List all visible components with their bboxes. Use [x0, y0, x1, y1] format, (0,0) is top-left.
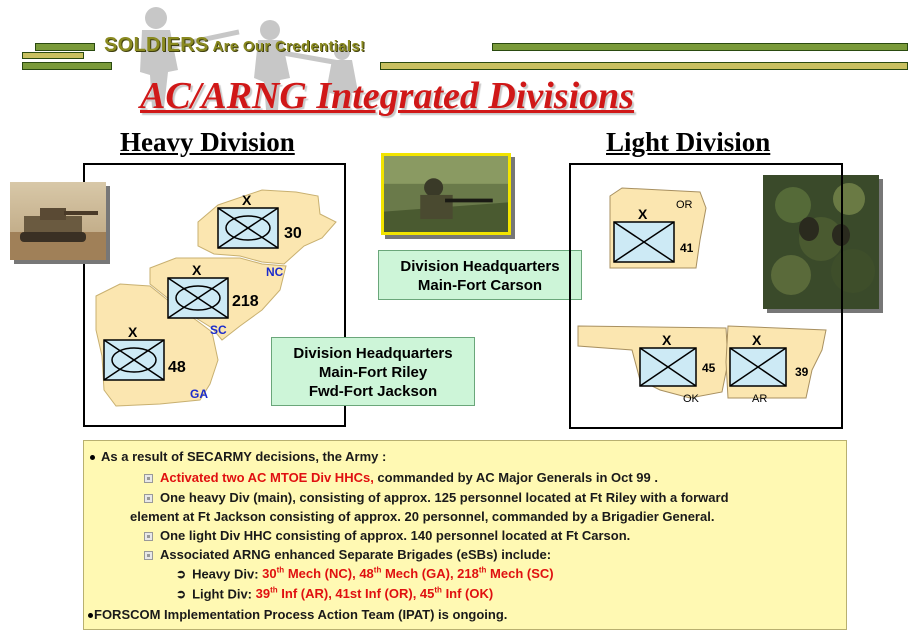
heavy-division-title: Heavy Division — [120, 127, 295, 157]
square-bullet-icon — [144, 532, 153, 541]
hq-line: Division Headquarters — [293, 345, 453, 362]
square-bullet-icon — [144, 494, 153, 503]
page-title: AC/ARNG Integrated Divisions — [140, 75, 635, 117]
banner-bar-right-top — [492, 43, 908, 51]
square-bullet-icon — [144, 551, 153, 560]
unit-number-41: 41 — [680, 241, 694, 255]
note-line-4: element at Ft Jackson consisting of appr… — [130, 509, 715, 524]
echelon-x-45: X — [662, 332, 672, 348]
unit-symbol-218 — [167, 277, 229, 319]
light-division-title: Light Division — [606, 127, 771, 157]
note-line-8: ➲Light Div: 39th Inf (AR), 41st Inf (OR)… — [176, 586, 494, 602]
echelon-x-30: X — [242, 192, 252, 208]
state-label-ok: OK — [683, 393, 700, 405]
tank-photo — [10, 182, 106, 260]
state-label-sc: SC — [210, 323, 227, 337]
state-label-nc: NC — [266, 265, 284, 279]
banner-bar-left-mid — [22, 52, 84, 59]
note-line-9: FORSCOM Implementation Process Action Te… — [88, 607, 507, 622]
unit-symbol-30 — [217, 207, 279, 249]
note-line-1: As a result of SECARMY decisions, the Ar… — [90, 449, 386, 464]
unit-number-30: 30 — [284, 225, 302, 242]
motto-text: SOLDIERS Are Our Credentials! — [104, 34, 366, 56]
unit-number-39: 39 — [795, 365, 809, 379]
state-label-ga: GA — [190, 387, 208, 401]
note-line-2: Activated two AC MTOE Div HHCs, commande… — [144, 470, 658, 485]
arrow-bullet-icon: ➲ — [176, 567, 187, 582]
unit-number-48: 48 — [168, 359, 186, 376]
hq-line: Division Headquarters — [400, 258, 560, 275]
light-division-panel — [569, 163, 843, 429]
bullet-icon — [90, 455, 95, 461]
echelon-x-218: X — [192, 262, 202, 278]
echelon-x-39: X — [752, 332, 762, 348]
soldier-silhouette-icon — [140, 7, 358, 110]
note-line-6: Associated ARNG enhanced Separate Brigad… — [144, 547, 551, 562]
hq-line: Fwd-Fort Jackson — [308, 383, 438, 400]
echelon-x-48: X — [128, 324, 138, 340]
unit-number-45: 45 — [702, 361, 716, 375]
hq-line: Main-Fort Riley — [318, 364, 428, 381]
unit-symbol-41 — [613, 221, 675, 263]
banner-bar-left-bottom — [22, 62, 112, 70]
notes-panel: As a result of SECARMY decisions, the Ar… — [83, 440, 847, 630]
hq-line: Main-Fort Carson — [417, 277, 543, 294]
bullet-icon — [88, 613, 93, 619]
note-line-3: One heavy Div (main), consisting of appr… — [144, 490, 729, 505]
note-line-5: One light Div HHC consisting of approx. … — [144, 528, 630, 543]
unit-number-218: 218 — [232, 293, 259, 310]
heavy-division-hq-box: Division Headquarters Main-Fort Riley Fw… — [271, 337, 475, 406]
banner-bar-left-top — [35, 43, 95, 51]
banner-bar-right-bottom — [380, 62, 908, 70]
light-division-hq-box: Division Headquarters Main-Fort Carson — [378, 250, 582, 300]
unit-symbol-48 — [103, 339, 165, 381]
note-line-7: ➲Heavy Div: 30th Mech (NC), 48th Mech (G… — [176, 566, 554, 582]
unit-symbol-45 — [639, 347, 697, 387]
echelon-x-41: X — [638, 206, 648, 222]
square-bullet-icon — [144, 474, 153, 483]
arrow-bullet-icon: ➲ — [176, 587, 187, 602]
soldier-photo — [381, 153, 511, 235]
unit-symbol-39 — [729, 347, 787, 387]
state-label-or: OR — [676, 199, 693, 211]
state-label-ar: AR — [752, 393, 767, 405]
